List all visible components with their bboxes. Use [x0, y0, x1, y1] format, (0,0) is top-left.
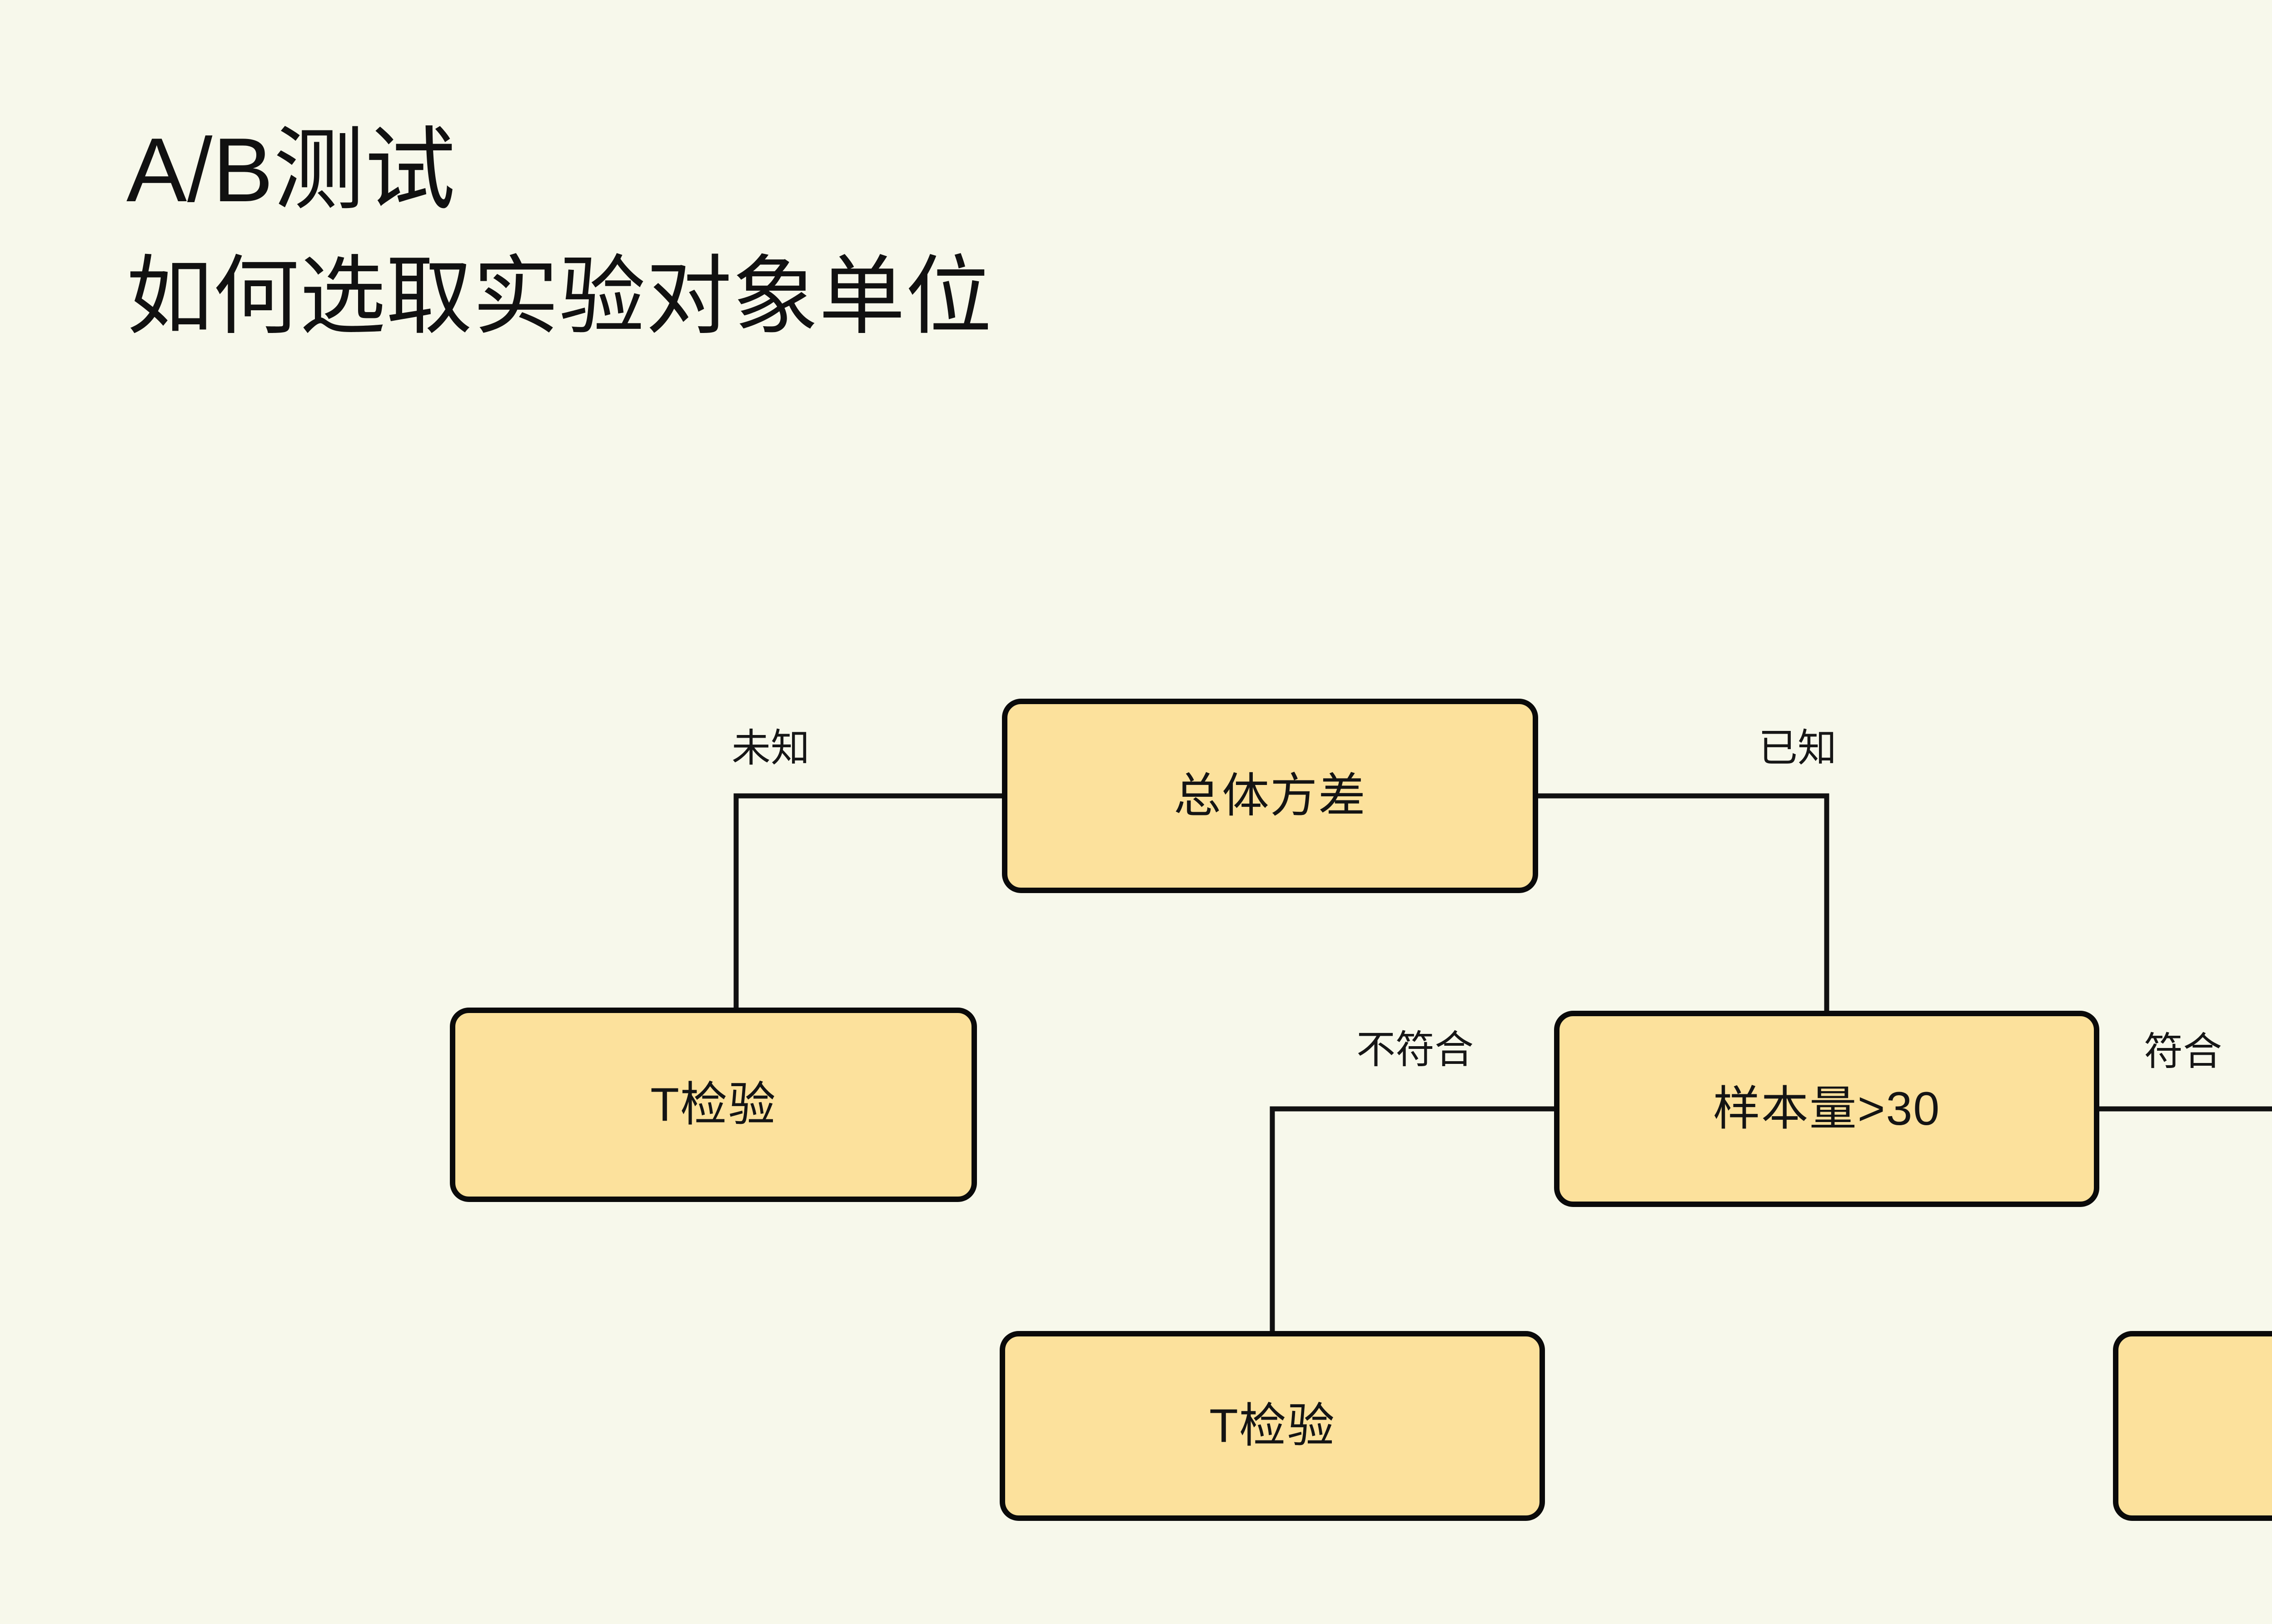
node-sample-size-gt-30[interactable]: 样本量>30 [1554, 1011, 2099, 1207]
node-z-test[interactable]: Z检验 [2113, 1331, 2272, 1521]
edge-label-unknown: 未知 [732, 726, 810, 770]
node-t-test-small-sample[interactable]: T检验 [1000, 1331, 1545, 1521]
page-subtitle: 如何选取实验对象单位 [126, 248, 992, 345]
node-label: T检验 [1209, 1399, 1335, 1452]
edge-label-not-satisfied: 不符合 [1356, 1028, 1474, 1072]
node-population-variance[interactable]: 总体方差 [1002, 699, 1538, 893]
node-t-test-variance-unknown[interactable]: T检验 [450, 1008, 977, 1202]
page-title: A/B测试 [126, 119, 456, 221]
edge-sample-size-to-t-test-bottom [1270, 1106, 1557, 1334]
node-label: 样本量>30 [1713, 1082, 1941, 1135]
edge-root-to-t-test-left [733, 793, 1005, 1010]
edge-label-satisfied: 符合 [2144, 1030, 2222, 1073]
edge-root-to-sample-size [1535, 793, 1829, 1013]
title-block: A/B测试 如何选取实验对象单位 [126, 114, 1762, 353]
edge-label-known: 已知 [1759, 726, 1837, 770]
edge-sample-size-to-z-test [2097, 1106, 2272, 1112]
node-label: T检验 [650, 1078, 777, 1131]
node-label: 总体方差 [1173, 769, 1366, 822]
